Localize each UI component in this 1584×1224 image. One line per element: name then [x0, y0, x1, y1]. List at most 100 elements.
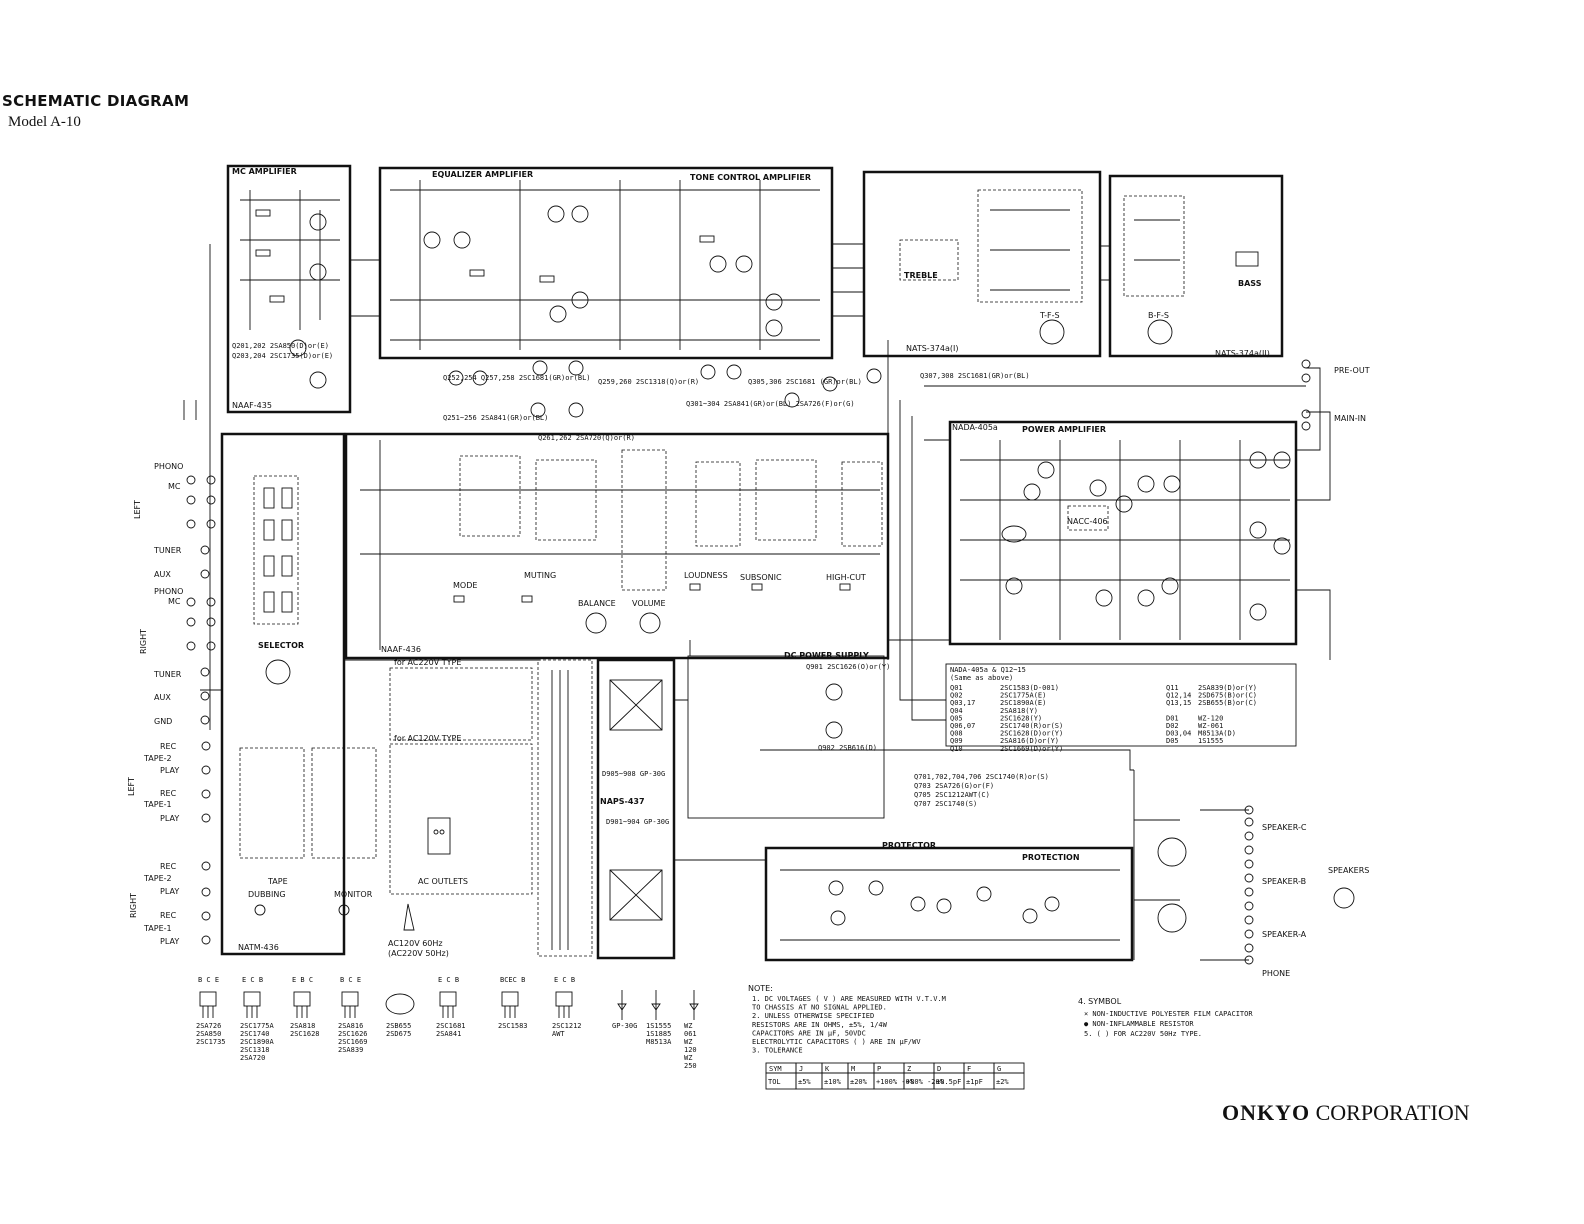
tol-header-text: G — [997, 1065, 1001, 1073]
naaf-436-block — [344, 432, 890, 660]
footer-brand: ONKYO CORPORATION — [1222, 1100, 1470, 1126]
nada-cell: D05 — [1166, 737, 1179, 745]
tape1-label: TAPE-1 — [143, 800, 172, 809]
part-legend-pins: BCEC B — [500, 976, 525, 984]
speaker-b-label: SPEAKER-B — [1262, 877, 1306, 886]
input-jacks — [186, 475, 216, 725]
selector-knob-icon — [265, 659, 291, 685]
tfs-label: T-F-S — [1039, 311, 1060, 320]
transistor-leads-icon — [558, 1006, 570, 1018]
naps-label: NAPS-437 — [600, 797, 645, 806]
nada-cell: Q02 — [950, 692, 963, 700]
dc-power-label: DC POWER SUPPLY — [784, 651, 869, 660]
mc-left-label: MC — [168, 482, 181, 491]
tol-value-text: ±0.5pF — [936, 1078, 961, 1086]
tol-value-text: ±10% — [824, 1078, 842, 1086]
right-tape-label: RIGHT — [129, 893, 138, 918]
mc-amp-circuit — [240, 190, 340, 389]
part-legend-pins: E C B — [438, 976, 459, 984]
nats-1-block — [862, 170, 1102, 358]
nada-cell: Q10 — [950, 745, 963, 753]
diode-icon — [617, 990, 627, 1020]
nada-cell: Q13,15 — [1166, 699, 1191, 707]
bfs-label: B-F-S — [1148, 311, 1169, 320]
equalizer-label: EQUALIZER AMPLIFIER — [432, 170, 533, 179]
tape-switches — [201, 741, 377, 945]
transistor-package-icon — [555, 991, 573, 1007]
power-amp-label: POWER AMPLIFIER — [1022, 425, 1106, 434]
nada-cell: D01 — [1166, 714, 1179, 722]
tr-list-q305: Q305,306 2SC1681 (GR)or(BL) — [748, 378, 862, 386]
left-tape-label: LEFT — [127, 777, 136, 796]
ac-power2-label: (AC220V 50Hz) — [388, 949, 449, 958]
nada-cell: 2SC1583(D-001) — [1000, 684, 1059, 692]
rec-tape2-label: REC — [160, 742, 177, 751]
speakers-label: SPEAKERS — [1328, 866, 1369, 875]
treble-label: TREBLE — [904, 271, 938, 280]
ac-power-label: AC120V 60Hz — [388, 939, 443, 948]
speaker-c-label: SPEAKER-C — [1262, 823, 1307, 832]
nada-cell: M8513A(D) — [1198, 730, 1236, 738]
mc-board-label: NAAF-435 — [232, 401, 272, 410]
play-tape1-label: PLAY — [160, 814, 179, 823]
transistor-package-icon — [341, 991, 359, 1007]
tr-list-q252: Q252,254 Q257,258 2SC1681(GR)or(BL) — [443, 374, 591, 382]
tape2r-label: TAPE-2 — [143, 874, 172, 883]
part-legend-pins: B C E — [198, 976, 219, 984]
symbol-line: ● NON-INFLAMMABLE RESISTOR — [1084, 1020, 1194, 1028]
control-high-cut-label: HIGH-CUT — [826, 573, 866, 582]
nada-cell: 2SC1669(D)or(Y) — [1000, 745, 1063, 753]
bass-label: BASS — [1238, 279, 1262, 288]
note-line: ELECTROLYTIC CAPACITORS ( ) ARE IN μF/WV — [752, 1038, 921, 1046]
phono-left-label: PHONO — [154, 462, 183, 471]
tape-label: TAPE — [267, 877, 288, 886]
tol-value-text: +100% -0% — [876, 1078, 915, 1086]
dc-d905: D905~908 GP-30G — [602, 770, 665, 778]
protector-list-1: Q703 2SA726(G)or(F) — [914, 782, 994, 790]
diode-icon — [651, 990, 661, 1020]
ac220-label: for AC220V TYPE — [394, 658, 461, 667]
notes-lines: 1. DC VOLTAGES ( V ) ARE MEASURED WITH V… — [752, 995, 946, 1055]
selector-label: SELECTOR — [258, 641, 304, 650]
pre-main-jacks — [1301, 359, 1311, 431]
nada-cell: 2SC1890A(E) — [1000, 699, 1046, 707]
tr-list-q301: Q301~304 2SA841(GR)or(BL) 2SA726(F)or(G) — [686, 400, 855, 408]
tr-list-q203: Q203,204 2SC1735(D)or(E) — [232, 352, 333, 360]
part-legend-pins: E C B — [242, 976, 263, 984]
play-tape2-label: PLAY — [160, 766, 179, 775]
nats-circuit — [899, 189, 1259, 345]
dc-supply-area — [687, 655, 885, 819]
protector-list-3: Q707 2SC1740(S) — [914, 800, 977, 808]
protector-block — [764, 846, 1134, 962]
tape2-label: TAPE-2 — [143, 754, 172, 763]
nada-cell: WZ-120 — [1198, 714, 1223, 722]
speakers-switch-icon — [1333, 887, 1355, 909]
transistor-leads-icon — [504, 1006, 516, 1018]
tol-value-cell — [993, 1072, 1025, 1090]
nada-cell: Q12,14 — [1166, 692, 1191, 700]
ac120-label: for AC120V TYPE — [394, 734, 461, 743]
monitor-knob-icon — [338, 904, 350, 916]
tol-value-text: ±2% — [996, 1078, 1009, 1086]
tol-header-text: D — [937, 1065, 941, 1073]
transistor-leads-icon — [442, 1006, 454, 1018]
aux-left-label: AUX — [154, 570, 171, 579]
tol-header-text: J — [799, 1065, 803, 1073]
transistor-package-icon — [293, 991, 311, 1007]
nacc-label: NACC-406 — [1067, 517, 1108, 526]
selector-tape-block — [220, 432, 346, 956]
tr-list-q307: Q307,308 2SC1681(GR)or(BL) — [920, 372, 1030, 380]
rec-tape2r-label: REC — [160, 862, 177, 871]
control-mode-label: MODE — [453, 581, 477, 590]
tol-value-text: ±5% — [798, 1078, 811, 1086]
